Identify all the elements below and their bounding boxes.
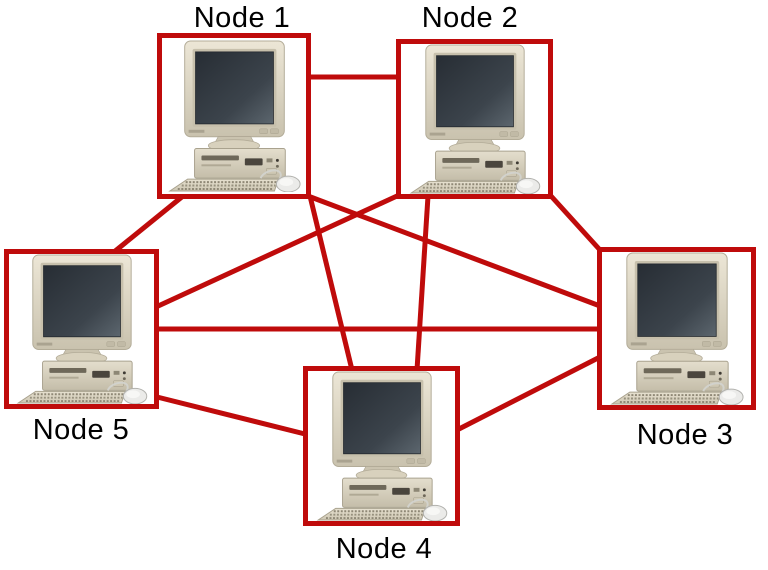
- connection-node-4-node-5: [156, 394, 306, 437]
- connection-node-1-node-4: [307, 195, 355, 371]
- node-4-box: [303, 366, 460, 526]
- connection-node-1-node-5: [112, 194, 185, 254]
- node-1-label: Node 1: [193, 2, 291, 34]
- connection-node-2-node-3: [549, 194, 602, 252]
- node-2-label: Node 2: [421, 2, 519, 34]
- desktop-computer-illustration: [162, 38, 306, 194]
- node-3-box: [597, 247, 756, 410]
- node-2-box: [396, 39, 553, 199]
- node-3-label: Node 3: [636, 419, 734, 451]
- node-4-label: Node 4: [335, 533, 433, 565]
- desktop-computer-illustration: [9, 254, 154, 404]
- node-5-box: [4, 249, 159, 409]
- desktop-computer-illustration: [401, 44, 548, 194]
- connection-node-2-node-5: [154, 193, 399, 310]
- node-5-label: Node 5: [32, 414, 130, 446]
- node-1-box: [157, 33, 311, 199]
- desktop-computer-illustration: [602, 252, 751, 405]
- connection-node-2-node-4: [414, 195, 431, 371]
- desktop-computer-illustration: [308, 371, 455, 521]
- connection-node-3-node-4: [455, 354, 602, 433]
